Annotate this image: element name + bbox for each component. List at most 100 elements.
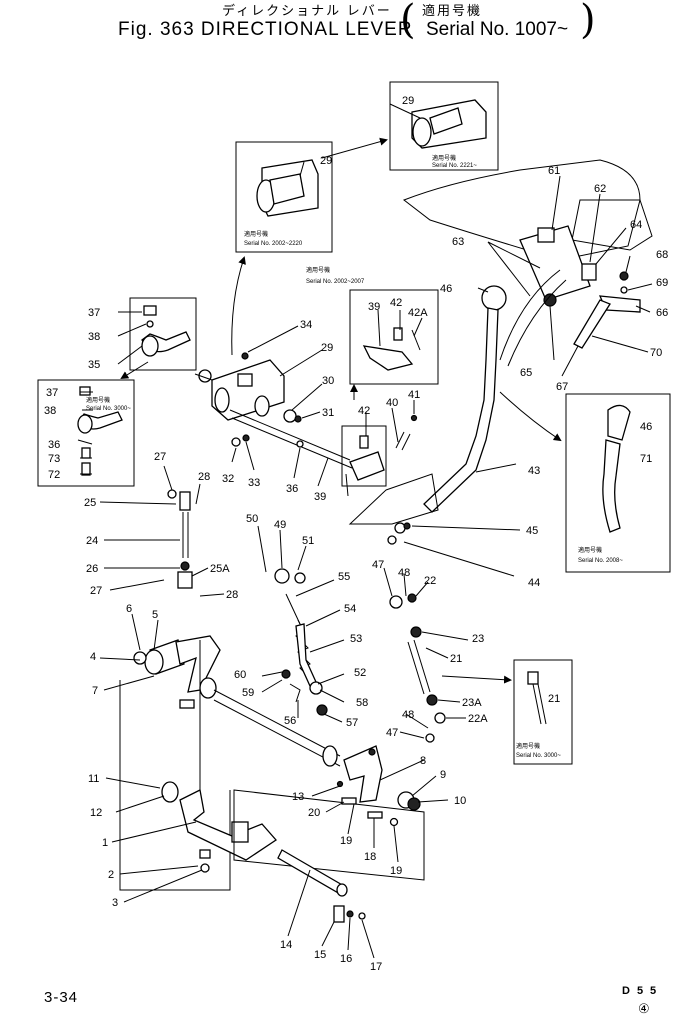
vertical-rod-24 [167,489,193,589]
label-46: 46 [440,283,452,295]
label-62: 62 [594,183,606,195]
label-59: 59 [242,687,254,699]
label-29: 29 [320,155,332,167]
label-37: 37 [46,387,58,399]
lower-bracket-plate [161,781,425,881]
label-22: 22 [424,575,436,587]
label-20: 20 [308,807,320,819]
label-34: 34 [300,319,312,331]
part-labels: 29 29 29 61 62 64 63 68 69 66 70 65 67 4… [44,95,668,973]
leader-lines [77,103,653,959]
label-38: 38 [88,331,100,343]
serial-range-title: Serial No. 1007~ [426,19,569,40]
label-21: 21 [548,693,560,705]
upper-bracket-assembly [198,352,285,421]
inset-right-lever-serial: Serial No. 2008~ [578,558,623,564]
left-upper-bracket-box [129,297,197,371]
inset-top-middle: 適用号機 Serial No. 2002~2220 [235,141,333,253]
label-73: 73 [48,453,60,465]
label-24: 24 [86,535,98,547]
label-67: 67 [556,381,568,393]
label-40: 40 [386,397,398,409]
label-49: 49 [274,519,286,531]
label-47: 47 [386,727,398,739]
inset-right-lever: 適用号機 Serial No. 2008~ [565,393,671,573]
label-61: 61 [548,165,560,177]
inset-mid-upper [349,289,439,385]
label-51: 51 [302,535,314,547]
label-8: 8 [420,755,426,767]
label-19: 19 [340,835,352,847]
label-39: 39 [314,491,326,503]
label-35: 35 [88,359,100,371]
console-assembly [402,159,653,367]
arrow-inset-top-right [321,137,388,159]
footer-model-code: D55 [622,985,664,997]
label-48: 48 [402,709,414,721]
label-9: 9 [440,769,446,781]
label-68: 68 [656,249,668,261]
inset-right-rod: 適用号機 Serial No. 3000~ [513,659,573,765]
paren-left: ( [400,0,416,43]
label-11: 11 [88,773,99,785]
label-19: 19 [390,865,402,877]
label-38: 38 [44,405,56,417]
label-10: 10 [454,795,466,807]
label-32: 32 [222,473,234,485]
inset-top-right-jp: 適用号機 [432,154,456,162]
inset-left: 適用号機 Serial No. 3000~ [37,379,135,487]
label-23: 23 [472,633,484,645]
label-63: 63 [452,236,464,248]
right-rod-21 [389,593,446,743]
label-33: 33 [248,477,260,489]
directional-lever [348,285,507,545]
page-number: 3-34 [44,989,79,1006]
label-12: 12 [90,807,102,819]
label-50: 50 [246,513,258,525]
label-72: 72 [48,469,60,481]
arrow-inset-top-middle [231,256,246,356]
inset-right-lever-jp: 適用号機 [578,546,602,554]
label-5: 5 [152,609,158,621]
label-15: 15 [314,949,326,961]
inset-right-rod-serial: Serial No. 3000~ [516,753,561,759]
inset-top-right-serial: Serial No. 2221~ [432,163,477,169]
label-57: 57 [346,717,358,729]
label-27: 27 [154,451,166,463]
label-29: 29 [402,95,414,107]
label-42: 42 [390,297,402,309]
pins-18-20 [336,780,399,827]
arrow-inset-right-rod [441,675,512,684]
label-65: 65 [520,367,532,379]
label-45: 45 [526,525,538,537]
label-43: 43 [528,465,540,477]
label-55: 55 [338,571,350,583]
label-54: 54 [344,603,356,615]
inset-left-jp: 適用号機 [86,396,110,404]
label-56: 56 [284,715,296,727]
label-46: 46 [640,421,652,433]
spring-assembly [274,568,328,716]
label-41: 41 [408,389,420,401]
inset-mid-upper-jp: 適用号機 [306,266,330,274]
label-13: 13 [292,791,304,803]
inset-left-serial: Serial No. 3000~ [86,406,131,412]
lower-shaft-assembly [119,635,421,891]
label-4: 4 [90,651,96,663]
label-25a: 25A [210,563,230,575]
label-25: 25 [84,497,96,509]
inset-mid-upper-serial: Serial No. 2002~2007 [306,279,365,285]
label-52: 52 [354,667,366,679]
label-6: 6 [126,603,132,615]
label-69: 69 [656,277,668,289]
label-7: 7 [92,685,98,697]
inset-top-middle-serial: Serial No. 2002~2220 [244,241,303,247]
paren-right: ) [580,0,596,43]
label-28: 28 [198,471,210,483]
label-60: 60 [234,669,246,681]
label-36: 36 [286,483,298,495]
label-29: 29 [321,342,333,354]
rod-end-joint [341,425,387,487]
label-42: 42 [358,405,370,417]
label-44: 44 [528,577,540,589]
